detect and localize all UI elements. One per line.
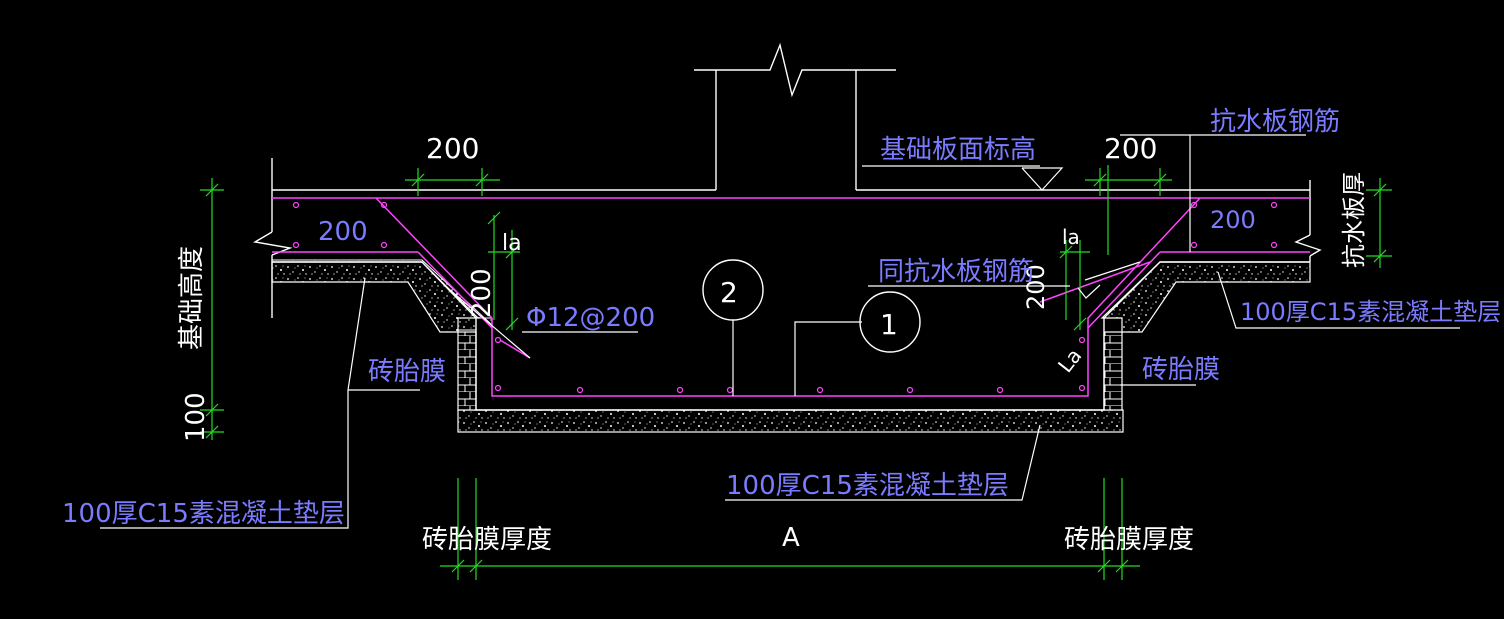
cushion-right-label: 100厚C15素混凝土垫层 xyxy=(1240,298,1501,326)
width-A-label: A xyxy=(782,523,800,553)
dim-200-top-right: 200 xyxy=(1104,132,1157,165)
dim-100: 100 xyxy=(181,392,211,442)
callout-2-label: 2 xyxy=(720,276,738,309)
bar-spec-label: Φ12@200 xyxy=(526,303,655,333)
brick-right-label: 砖胎膜 xyxy=(1142,355,1220,385)
cushion-layer xyxy=(271,259,1311,433)
callout-1-label: 1 xyxy=(880,308,898,341)
annotations: 200 200 200 200 200 200 la la La 基础高度 10… xyxy=(62,107,1501,555)
leader-lines xyxy=(100,134,1460,529)
brick-left-label: 砖胎膜 xyxy=(368,357,446,387)
rebar-dots xyxy=(292,201,1278,394)
dim-200-inner-right: 200 xyxy=(1210,206,1256,234)
dim-200-vert-right: 200 xyxy=(1022,264,1050,310)
callout-circle-1 xyxy=(859,291,921,353)
brick-formwork xyxy=(457,331,1123,411)
dim-200-inner-left: 200 xyxy=(318,217,368,247)
callout-circle-2 xyxy=(702,259,764,321)
brick-thickness-left-label: 砖胎膜厚度 xyxy=(422,525,552,555)
rebar xyxy=(272,197,1310,397)
anti-water-thickness-label: 抗水板厚 xyxy=(1340,172,1368,268)
la-right: la xyxy=(1062,225,1080,249)
same-anti-water-rebar-label: 同抗水板钢筋 xyxy=(878,257,1034,287)
foundation-height-label: 基础高度 xyxy=(177,246,207,350)
concrete-outline xyxy=(252,42,1322,411)
la-diag: La xyxy=(1053,344,1086,377)
dim-200-vert-left: 200 xyxy=(467,268,497,318)
dim-200-top-left: 200 xyxy=(426,132,479,165)
dimension-lines xyxy=(200,165,1392,580)
brick-thickness-right-label: 砖胎膜厚度 xyxy=(1064,525,1194,555)
cushion-left-label: 100厚C15素混凝土垫层 xyxy=(62,499,345,529)
base-plate-elevation: 基础板面标高 xyxy=(880,135,1036,165)
cushion-bottom-label: 100厚C15素混凝土垫层 xyxy=(726,471,1009,501)
anti-water-rebar-label: 抗水板钢筋 xyxy=(1210,107,1340,137)
la-left: la xyxy=(502,231,522,256)
